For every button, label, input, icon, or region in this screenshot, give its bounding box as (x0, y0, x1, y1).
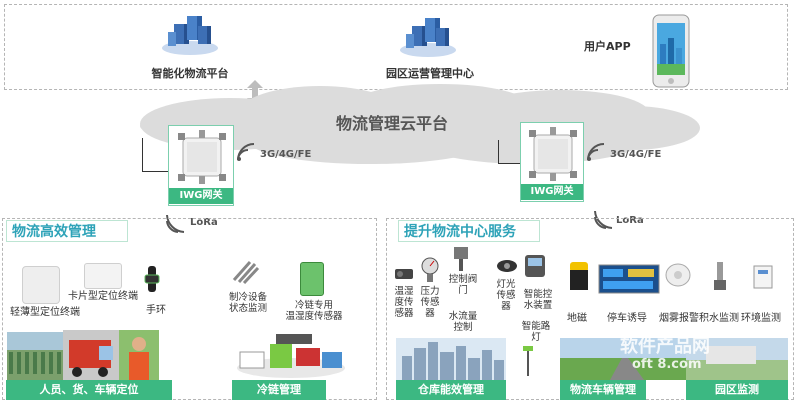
positioning-bar: 人员、货、车辆定位 (6, 380, 172, 400)
cold-chain-bar: 冷链管理 (232, 380, 326, 400)
left-section-title: 物流高效管理 (12, 224, 96, 240)
light-locator-label: 轻薄型定位终端 (10, 307, 80, 318)
pressure-sensor-label: 压力 传感 器 (420, 286, 440, 319)
cold-sensor-label: 冷链专用 温湿度传感器 (285, 300, 343, 322)
pressure-sensor-icon (421, 257, 439, 282)
park-monitor-bar: 园区监测 (686, 380, 788, 400)
temp-sensor-label: 温湿 度传 感器 (394, 286, 414, 319)
platform1-label: 智能化物流平台 (151, 67, 229, 80)
valve-icon (454, 247, 468, 271)
wristband-label: 手环 (146, 305, 166, 316)
smart-water-device-icon (525, 255, 545, 277)
wireless-signal-icon (587, 143, 605, 161)
light-sensor-icon (497, 260, 517, 272)
watermark-text: oft 8.com (632, 357, 702, 372)
cloud-platform-label: 物流管理云平台 (336, 114, 449, 133)
warehouse-photo (7, 332, 63, 380)
gateway-device-icon (529, 127, 577, 181)
gateway-right: IWG网关 (520, 122, 584, 202)
left-section-title-box (6, 220, 128, 242)
road-photo (560, 338, 686, 380)
light-sensor-label: 灯光 传感 器 (496, 279, 516, 312)
env-monitor-label: 环境监测 (741, 313, 781, 324)
parking-label: 停车诱导 (607, 313, 647, 324)
wristband-icon (144, 266, 160, 292)
parking-guidance-board-icon (598, 264, 660, 294)
gateway-device-icon (178, 130, 226, 184)
cold-monitor-device-icon (232, 261, 260, 284)
cold-chain-image (237, 334, 345, 378)
gateway-label: IWG网关 (169, 188, 233, 204)
smartphone-icon (652, 14, 690, 88)
light-locator-image (22, 266, 60, 304)
gateway-left-connector (142, 138, 143, 172)
card-locator-image (84, 263, 122, 289)
lora-label: LoRa (616, 215, 644, 226)
watermark-text: 软件产品网 (620, 336, 710, 357)
truck-photo (63, 330, 119, 380)
geomagnetic-sensor-icon (570, 262, 588, 290)
water-monitor-label: 积水监测 (699, 313, 739, 324)
gateway-right-connector (498, 163, 520, 164)
smoke-detector-icon (665, 263, 691, 287)
gateway-left-connector (142, 171, 168, 172)
park-photo (686, 338, 788, 380)
left-section-box (2, 218, 377, 400)
geomagnetic-label: 地磁 (567, 313, 587, 324)
vehicles-bar: 物流车辆管理 (560, 380, 646, 400)
water-control-label: 水流量 控制 (448, 311, 478, 333)
platform2-label: 园区运营管理中心 (386, 67, 474, 80)
worker-photo (119, 330, 159, 380)
server-cluster-icon (400, 18, 456, 57)
server-cluster-icon (162, 16, 218, 55)
warehouse-bar: 仓库能效管理 (396, 380, 506, 400)
right-section-title: 提升物流中心服务 (404, 224, 516, 240)
wireless-signal-icon (594, 210, 613, 229)
valve-label: 控制阀 门 (448, 274, 478, 296)
card-locator-label: 卡片型定位终端 (68, 291, 138, 302)
smart-water-label: 智能控 水装置 (523, 289, 553, 311)
environment-sensor-icon (753, 265, 773, 289)
right-section-title-box (398, 220, 540, 242)
network-label: 3G/4G/FE (260, 149, 312, 160)
gateway-right-connector (498, 140, 499, 164)
smart-light-label: 智能路 灯 (521, 321, 551, 343)
smoke-label: 烟雾报警 (659, 313, 699, 324)
cold-monitor-label: 制冷设备 状态监测 (228, 292, 267, 314)
city-skyline-photo (396, 338, 506, 380)
network-label: 3G/4G/FE (610, 149, 662, 160)
cold-sensor-image (300, 262, 324, 296)
temp-humidity-sensor-icon (395, 269, 413, 279)
gateway-label: IWG网关 (521, 184, 583, 200)
wireless-signal-icon (166, 214, 185, 233)
street-light-icon (523, 346, 533, 376)
wireless-signal-icon (237, 143, 255, 161)
water-level-sensor-icon (714, 262, 726, 290)
lora-label: LoRa (190, 217, 218, 228)
user-app-label: 用户APP (584, 40, 631, 53)
gateway-left: IWG网关 (168, 125, 234, 206)
